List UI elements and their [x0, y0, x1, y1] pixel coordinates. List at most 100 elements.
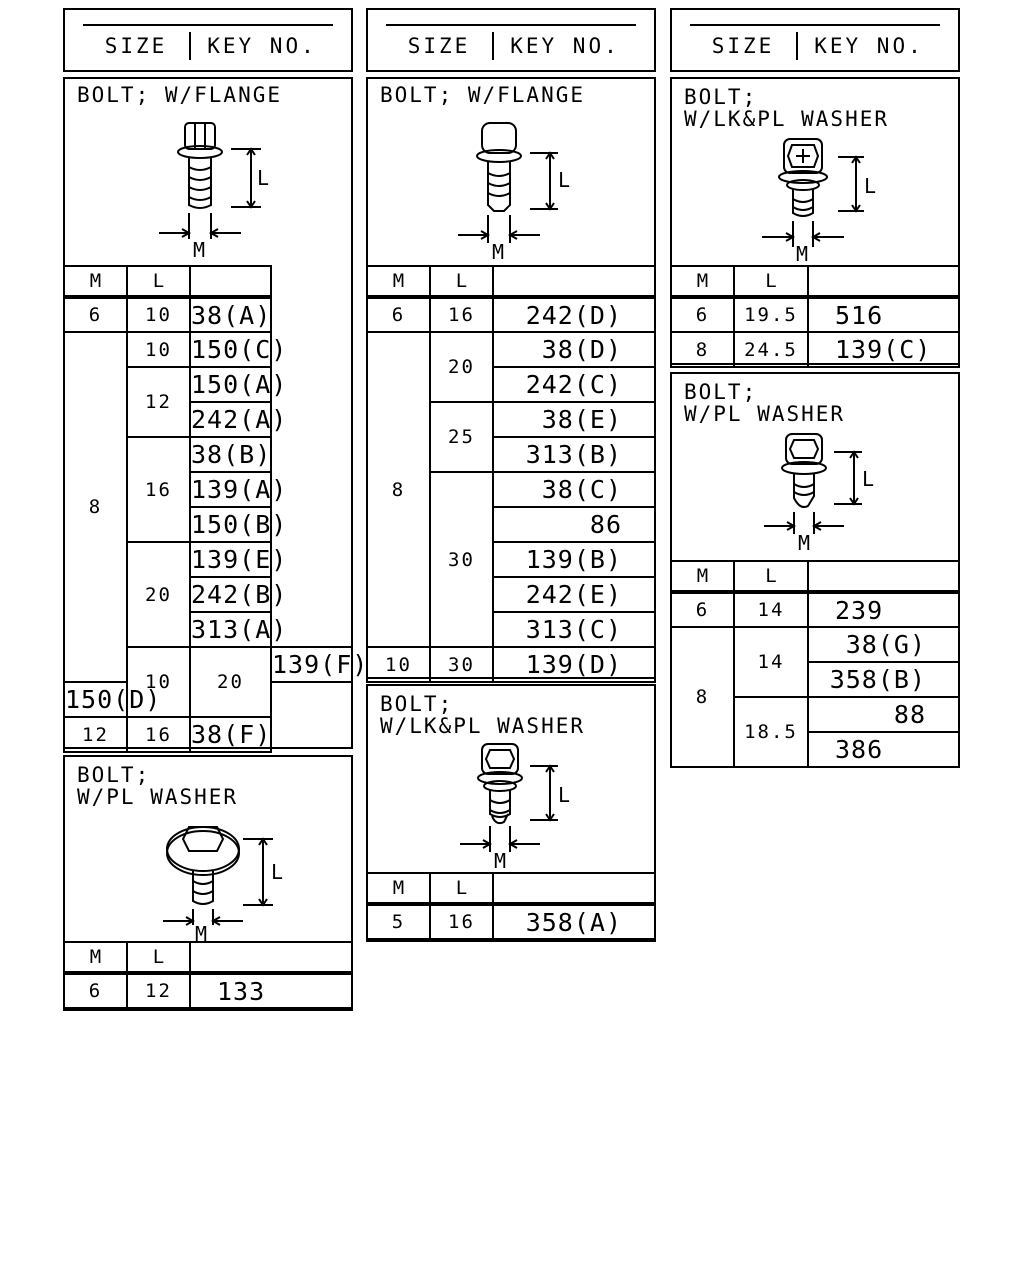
col-m: M	[670, 265, 735, 299]
cell-key: 242(A)	[189, 401, 286, 438]
flange-bolt-drawing: L M	[458, 122, 570, 264]
col-key	[189, 941, 353, 975]
cell-m: 8	[366, 331, 431, 648]
panel-title-line1: BOLT;	[684, 380, 758, 404]
cell-key: 38(C)	[492, 471, 656, 508]
cell-key: 313(B)	[492, 436, 656, 473]
cell-key: 38(A)	[189, 296, 272, 333]
cell-l: 20	[126, 541, 191, 648]
cell-key: 242(C)	[492, 366, 656, 403]
cell-key: 88	[807, 696, 960, 733]
cell-l: 25	[429, 401, 494, 473]
cell-l: 14	[733, 591, 809, 628]
cell-key: 242(E)	[492, 576, 656, 613]
col-l: L	[733, 560, 809, 594]
panel-title-line2: W/LK&PL WASHER	[380, 714, 586, 738]
col-m: M	[366, 265, 431, 299]
cell-key: 139(B)	[492, 541, 656, 578]
dim-m-label: M	[492, 240, 504, 264]
cell-key: 358(A)	[492, 903, 656, 940]
col-key	[189, 265, 272, 299]
cell-m: 10	[126, 646, 191, 718]
panel-title-line2: W/PL WASHER	[77, 785, 239, 809]
cell-l: 14	[733, 626, 809, 698]
cell-key: 358(B)	[807, 661, 960, 698]
size-header-col2: SIZE KEY NO.	[366, 8, 656, 72]
cell-key: 242(D)	[492, 296, 656, 333]
size-label: SIZE	[386, 32, 494, 60]
cell-m: 6	[670, 296, 735, 333]
dim-m-label: M	[494, 849, 506, 873]
pl-washer-bolt-drawing: L M	[764, 433, 874, 555]
cell-m: 5	[366, 903, 431, 940]
dim-l-label: L	[257, 166, 269, 190]
cell-l: 19.5	[733, 296, 809, 333]
col-key	[492, 265, 656, 299]
cell-key: 239	[807, 591, 960, 628]
cell-l: 16	[429, 903, 494, 940]
cell-key: 139(E)	[189, 541, 286, 578]
panel-title-line1: BOLT;	[380, 692, 454, 716]
size-header-row: SIZE KEY NO.	[386, 24, 636, 60]
cell-key: 133	[189, 972, 353, 1009]
col-l: L	[126, 265, 191, 299]
cell-key: 139(D)	[492, 646, 656, 683]
dim-l-label: L	[862, 467, 874, 491]
dim-m-label: M	[796, 242, 808, 266]
cell-key: 38(E)	[492, 401, 656, 438]
cell-l: 20	[189, 646, 272, 718]
lk-pl-washer-bolt-drawing: L M	[762, 138, 876, 266]
cell-l: 12	[126, 366, 191, 438]
col-key	[807, 265, 960, 299]
cell-l: 30	[429, 471, 494, 648]
cell-l: 24.5	[733, 331, 809, 368]
cell-key: 38(D)	[492, 331, 656, 368]
cell-m: 12	[63, 716, 128, 753]
cell-key: 516	[807, 296, 960, 333]
key-label: KEY NO.	[207, 34, 317, 58]
cell-l: 16	[429, 296, 494, 333]
cell-key: 139(F)	[270, 646, 367, 683]
cell-m: 8	[670, 626, 735, 768]
cell-key: 38(G)	[807, 626, 960, 663]
key-label: KEY NO.	[814, 34, 924, 58]
col-m: M	[63, 265, 128, 299]
panel-title-line1: BOLT;	[684, 85, 758, 109]
cell-l: 20	[429, 331, 494, 403]
cell-key: 86	[492, 506, 656, 543]
dim-l-label: L	[558, 168, 570, 192]
flange-bolt-drawing: L M	[159, 122, 269, 262]
panel-title-line1: BOLT;	[77, 763, 151, 787]
cell-m: 6	[63, 972, 128, 1009]
lk-pl-washer-bolt-drawing: L M	[460, 743, 570, 873]
col-key	[492, 872, 656, 906]
cell-m: 10	[366, 646, 431, 683]
panel-title: BOLT; W/FLANGE	[380, 83, 586, 107]
cell-key: 38(B)	[189, 436, 272, 473]
cell-key: 139(C)	[807, 331, 960, 368]
size-header-row: SIZE KEY NO.	[690, 24, 940, 60]
size-header-col3: SIZE KEY NO.	[670, 8, 960, 72]
panel-title-line2: W/PL WASHER	[684, 402, 846, 426]
col-m: M	[670, 560, 735, 594]
dim-m-label: M	[798, 531, 810, 555]
col-l: L	[429, 265, 494, 299]
cell-key: 150(B)	[189, 506, 286, 543]
cell-key: 38(F)	[189, 716, 272, 753]
size-label: SIZE	[690, 32, 798, 60]
cell-m: 8	[670, 331, 735, 368]
cell-m: 6	[366, 296, 431, 333]
cell-m: 6	[63, 296, 128, 333]
col-l: L	[429, 872, 494, 906]
key-label: KEY NO.	[510, 34, 620, 58]
cell-l: 30	[429, 646, 494, 683]
